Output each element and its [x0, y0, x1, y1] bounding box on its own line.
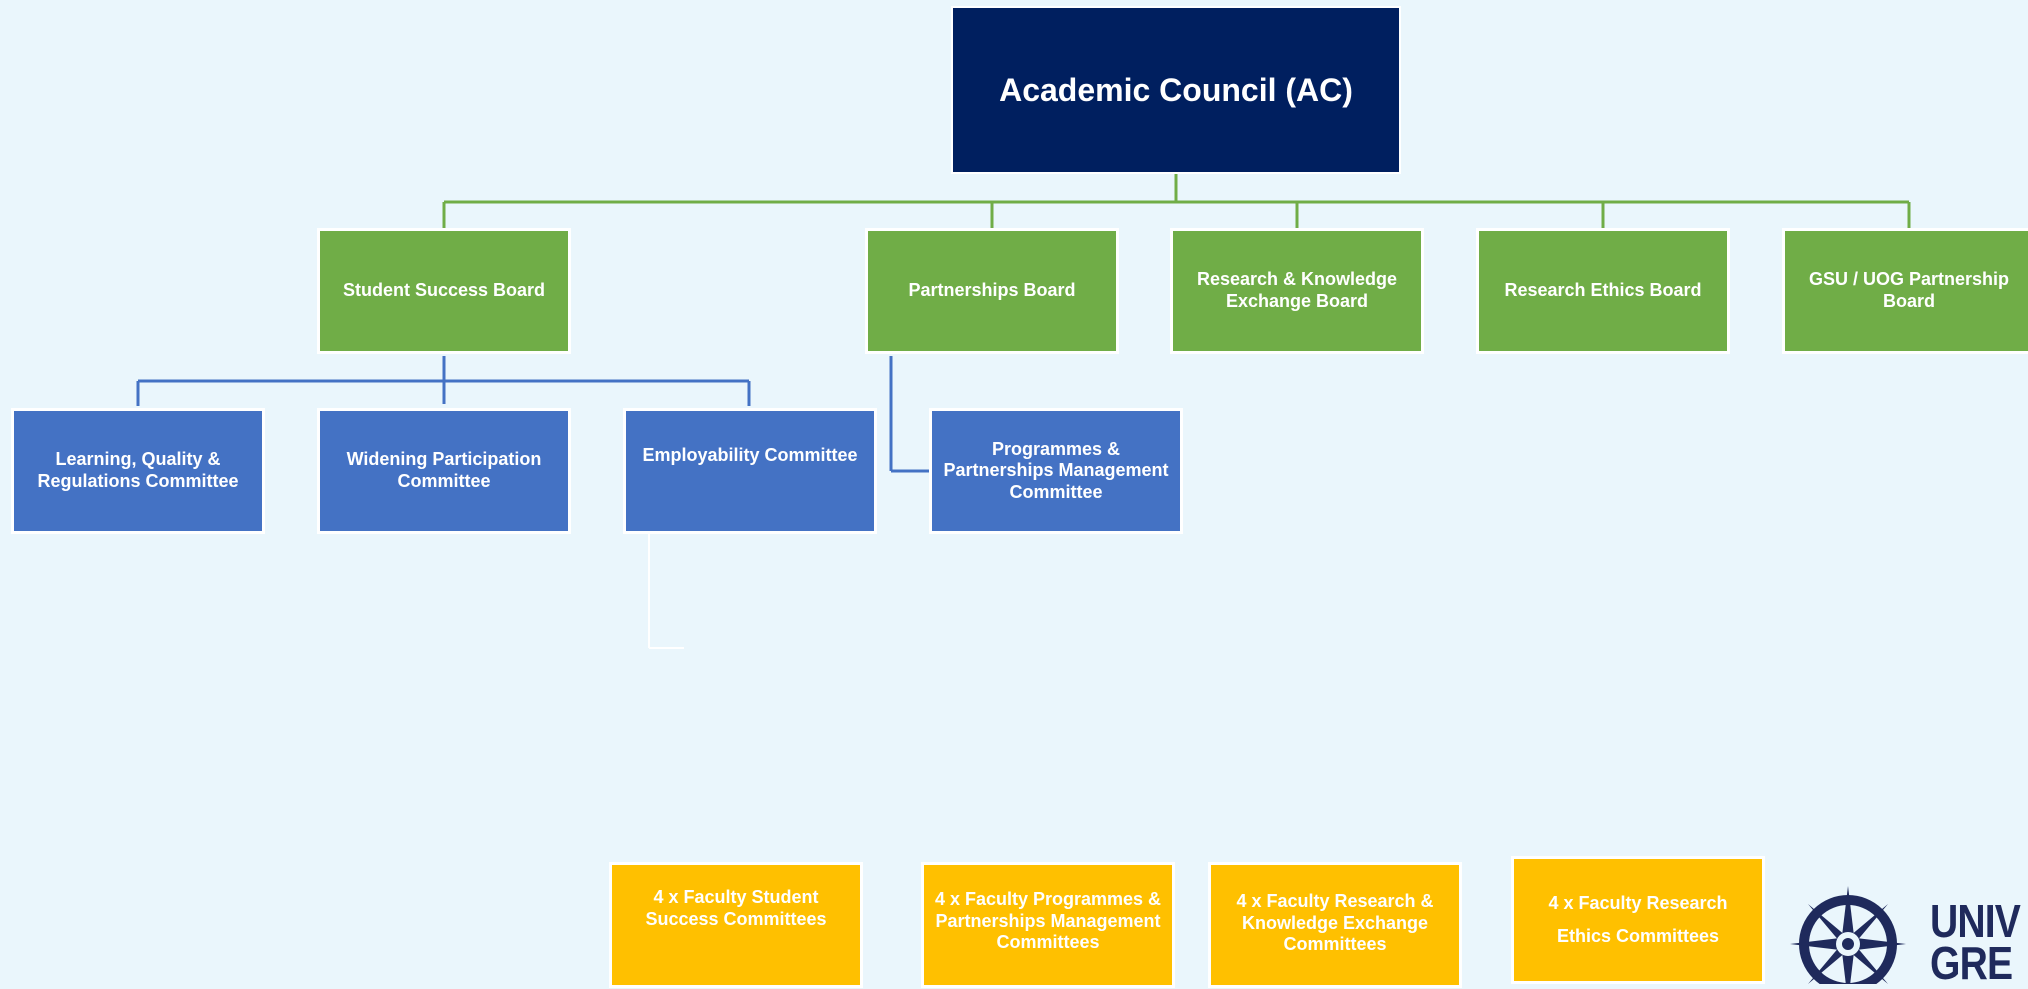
- board-label: Research & Knowledge Exchange Board: [1196, 269, 1398, 311]
- committee-learning-quality-regulations: Learning, Quality & Regulations Committe…: [11, 408, 265, 534]
- board-partnerships: Partnerships Board: [865, 228, 1119, 354]
- academic-council-label: Academic Council (AC): [999, 71, 1353, 108]
- committee-widening-participation: Widening Participation Committee: [317, 408, 571, 534]
- faculty-committee-label: 4 x Faculty Student Success Committees: [645, 887, 827, 929]
- board-research-ethics: Research Ethics Board: [1476, 228, 1730, 354]
- board-research-knowledge-exchange: Research & Knowledge Exchange Board: [1170, 228, 1424, 354]
- committee-label: Programmes & Partnerships Management Com…: [943, 438, 1169, 502]
- board-connectors: [442, 174, 1911, 228]
- committee-employability: Employability Committee: [623, 408, 877, 534]
- university-logo-wordmark: UNIV GRE: [1930, 895, 2021, 989]
- committee-connectors: [136, 356, 930, 473]
- committee-label: Learning, Quality & Regulations Committe…: [37, 449, 239, 491]
- faculty-research-knowledge-exchange-committees: 4 x Faculty Research & Knowledge Exchang…: [1208, 862, 1462, 988]
- faculty-committee-label: 4 x Faculty Programmes & Partnerships Ma…: [934, 889, 1162, 953]
- university-compass-logo-icon: [1790, 886, 1906, 984]
- committee-label: Employability Committee: [642, 445, 858, 465]
- board-label: Partnerships Board: [908, 280, 1076, 301]
- logo-line-1: UNIV: [1930, 895, 2021, 947]
- committee-label: Widening Participation Committee: [346, 449, 542, 491]
- faculty-programmes-partnerships-committees: 4 x Faculty Programmes & Partnerships Ma…: [921, 862, 1175, 988]
- board-label: Research Ethics Board: [1504, 280, 1702, 301]
- board-gsu-uog-partnership: GSU / UOG Partnership Board: [1782, 228, 2028, 354]
- board-student-success: Student Success Board: [317, 228, 571, 354]
- logo-line-2: GRE: [1930, 937, 2013, 989]
- faint-connector: [648, 534, 684, 649]
- academic-council-box: Academic Council (AC): [951, 6, 1401, 174]
- board-label: Student Success Board: [342, 280, 546, 301]
- faculty-committee-label: 4 x Faculty Research Ethics Committees: [1548, 892, 1728, 946]
- faculty-research-ethics-committees: 4 x Faculty Research Ethics Committees: [1511, 856, 1765, 984]
- faculty-committee-label: 4 x Faculty Research & Knowledge Exchang…: [1236, 891, 1434, 955]
- board-label: GSU / UOG Partnership Board: [1808, 269, 2010, 311]
- committee-programmes-partnerships-management: Programmes & Partnerships Management Com…: [929, 408, 1183, 534]
- faculty-student-success-committees: 4 x Faculty Student Success Committees: [609, 862, 863, 988]
